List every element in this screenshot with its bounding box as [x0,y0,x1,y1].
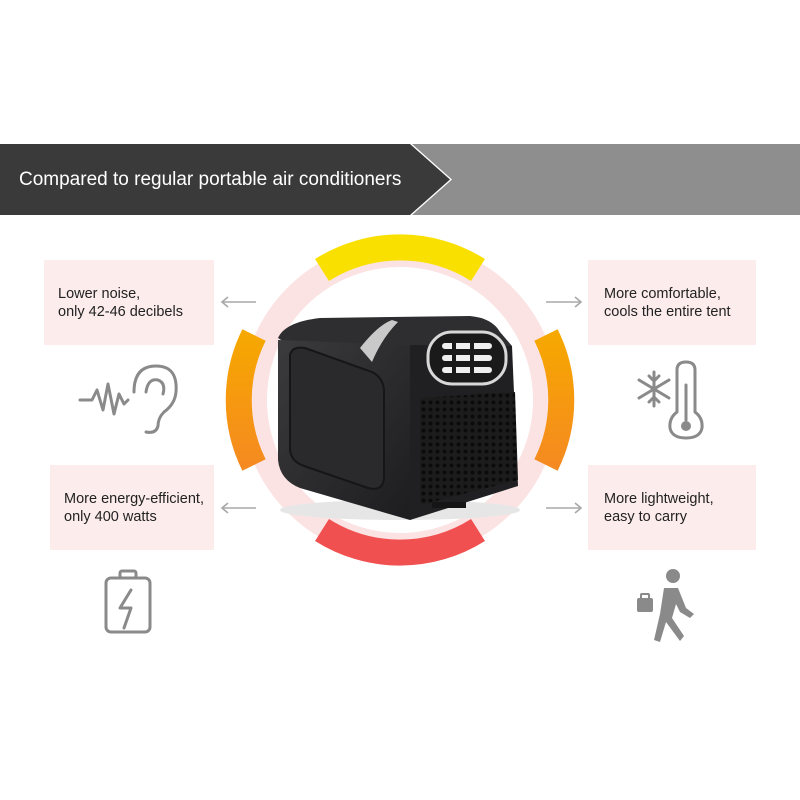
walking-person-briefcase-icon [637,569,694,642]
ring-segment-left [225,329,266,471]
feature-noise-text: Lower noise, only 42-46 decibels [58,285,183,320]
feature-lightweight-text: More lightweight, easy to carry [604,490,714,525]
ring-segment-top [315,234,485,282]
gradient-ring [225,234,575,566]
feature-energy-text: More energy-efficient, only 400 watts [64,490,204,525]
feature-noise: Lower noise, only 42-46 decibels [44,260,214,345]
feature-comfort: More comfortable, cools the entire tent [588,260,756,345]
page-title: Compared to regular portable air conditi… [19,169,402,190]
thermometer-icon [668,360,704,440]
ear-soundwave-icon [78,364,178,434]
feature-energy: More energy-efficient, only 400 watts [50,465,214,550]
header-banner [0,144,450,215]
snowflake-icon [637,370,671,408]
feature-comfort-text: More comfortable, cools the entire tent [604,285,731,320]
ring-segment-bottom [315,518,485,566]
header-banner-extension [412,144,800,215]
battery-bolt-icon [104,569,152,634]
air-conditioner-image [278,316,520,520]
ring-segment-right [534,329,575,471]
thermometer-bulb [681,421,691,431]
arrows [220,296,583,514]
feature-lightweight: More lightweight, easy to carry [588,465,756,550]
